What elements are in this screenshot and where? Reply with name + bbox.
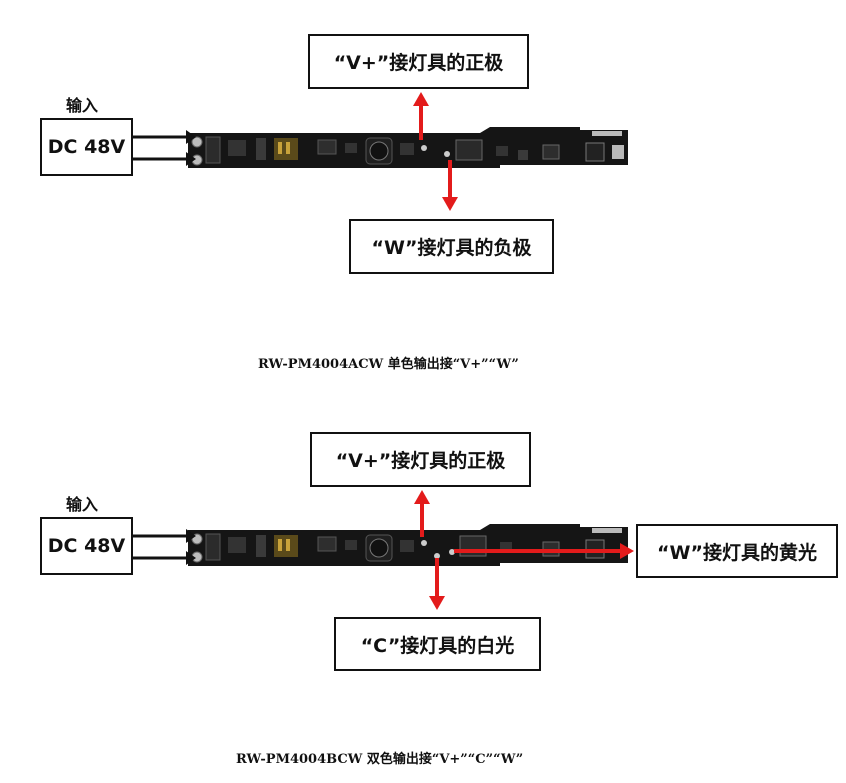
dc-48v-box: DC 48V [40, 118, 133, 176]
caption-acw: RW-PM4004ACW 单色输出接“V+”“W” [258, 357, 519, 372]
input-label: 输入 [66, 96, 99, 115]
input-label-2: 输入 [66, 495, 99, 514]
c-white-box: “C”接灯具的白光 [334, 617, 541, 671]
v-plus-positive-box-2: “V+”接灯具的正极 [310, 432, 531, 487]
w-yellow-box: “W”接灯具的黄光 [636, 524, 838, 578]
w-negative-box: “W”接灯具的负极 [349, 219, 554, 274]
dc-48v-box-2: DC 48V [40, 517, 133, 575]
v-plus-positive-box: “V+”接灯具的正极 [308, 34, 529, 89]
caption-bcw: RW-PM4004BCW 双色输出接“V+”“C”“W” [236, 752, 524, 767]
